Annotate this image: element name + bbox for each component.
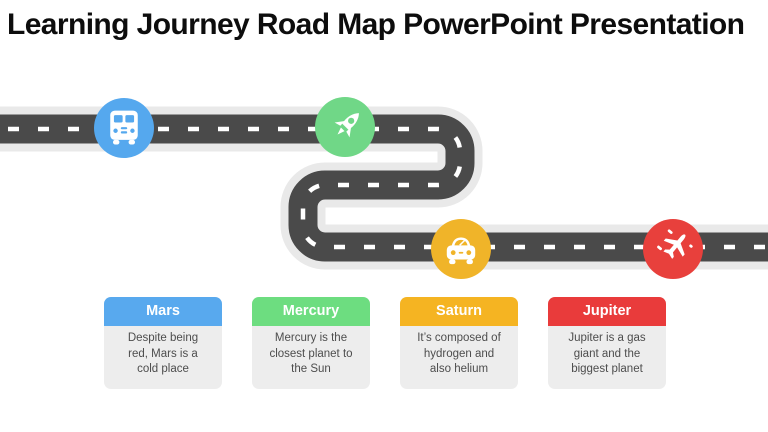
card-saturn-title: Saturn: [400, 297, 518, 326]
road-stop-plane: [643, 219, 703, 279]
card-jupiter: Jupiter Jupiter is a gas giant and the b…: [548, 297, 666, 389]
card-saturn: Saturn It’s composed of hydrogen and als…: [400, 297, 518, 389]
road-stop-rocket: [315, 97, 375, 157]
card-mercury: Mercury Mercury is the closest planet to…: [252, 297, 370, 389]
page-title: Learning Journey Road Map PowerPoint Pre…: [7, 8, 745, 41]
card-saturn-description: It’s composed of hydrogen and also heliu…: [417, 332, 501, 375]
card-mars-title: Mars: [104, 297, 222, 326]
road-stop-bus: [94, 98, 154, 158]
road-lane-dashes: [0, 126, 768, 250]
plane-icon: [657, 229, 693, 259]
card-mars-description: Despite being red, Mars is a cold place: [127, 332, 199, 375]
road-stop-car: [431, 219, 491, 279]
rocket-icon: [334, 113, 359, 138]
bus-icon: [110, 110, 138, 145]
card-mars: Mars Despite being red, Mars is a cold p…: [104, 297, 222, 389]
car-icon: [446, 237, 476, 265]
card-mercury-title: Mercury: [252, 297, 370, 326]
card-mercury-description: Mercury is the closest planet to the Sun: [269, 332, 353, 375]
card-jupiter-title: Jupiter: [548, 297, 666, 326]
planet-cards: Mars Despite being red, Mars is a cold p…: [0, 297, 768, 389]
card-jupiter-description: Jupiter is a gas giant and the biggest p…: [568, 332, 646, 375]
